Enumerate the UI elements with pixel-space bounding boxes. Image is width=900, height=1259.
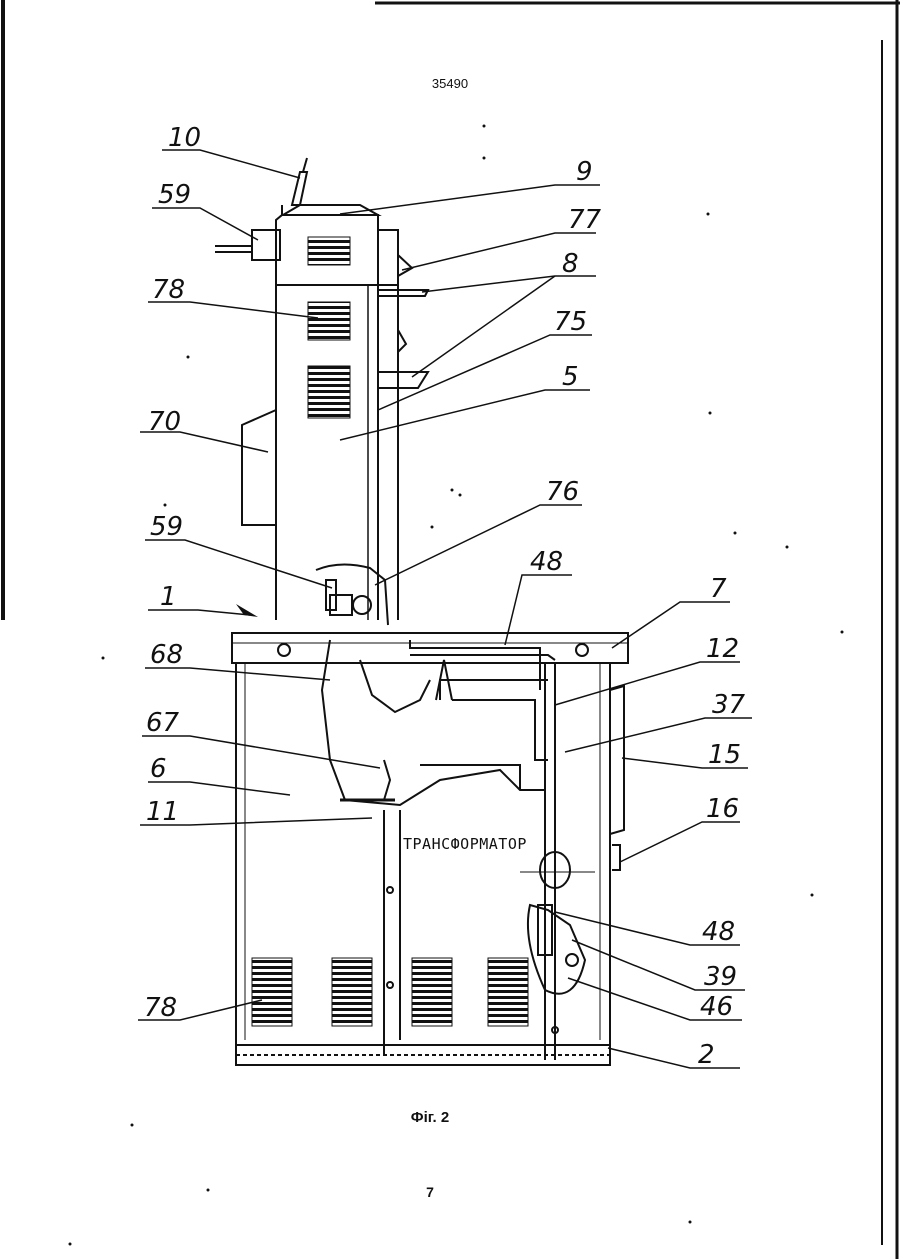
label-48-bottom: 48 <box>702 917 735 947</box>
label-15: 15 <box>708 740 741 770</box>
base-louvers <box>252 958 528 1026</box>
label-76: 76 <box>546 477 579 507</box>
label-77: 77 <box>568 205 602 235</box>
label-12: 12 <box>706 634 739 664</box>
label-8: 8 <box>562 249 579 279</box>
label-5: 5 <box>562 362 579 392</box>
reference-labels: 10 59 78 70 59 1 68 67 6 11 78 9 77 8 75… <box>144 123 746 1070</box>
label-59-mid: 59 <box>150 512 183 542</box>
transformer-inscription: ТРАНСФОРМАТОР <box>403 835 527 853</box>
scan-borders <box>3 0 900 1259</box>
leader-lines <box>138 150 752 1068</box>
label-2: 2 <box>698 1040 715 1070</box>
label-39: 39 <box>704 962 737 992</box>
label-11: 11 <box>146 797 179 827</box>
label-59-top: 59 <box>158 180 191 210</box>
column-louvers <box>308 237 350 418</box>
label-10-top: 10 <box>168 123 201 153</box>
label-75: 75 <box>554 307 587 337</box>
label-37: 37 <box>712 690 746 720</box>
label-67: 67 <box>146 708 180 738</box>
page-number: 7 <box>0 1184 860 1200</box>
label-16: 16 <box>706 794 739 824</box>
label-1: 1 <box>160 582 177 612</box>
label-78-bottom: 78 <box>144 993 177 1023</box>
figure-caption: Фіг. 2 <box>0 1109 860 1126</box>
label-70: 70 <box>148 407 181 437</box>
label-7: 7 <box>710 574 727 604</box>
label-78-top: 78 <box>152 275 185 305</box>
label-9: 9 <box>576 157 593 187</box>
label-68: 68 <box>150 640 183 670</box>
arrow-1 <box>236 604 258 617</box>
label-48-top: 48 <box>530 547 563 577</box>
label-46: 46 <box>700 992 733 1022</box>
label-6: 6 <box>150 754 167 784</box>
